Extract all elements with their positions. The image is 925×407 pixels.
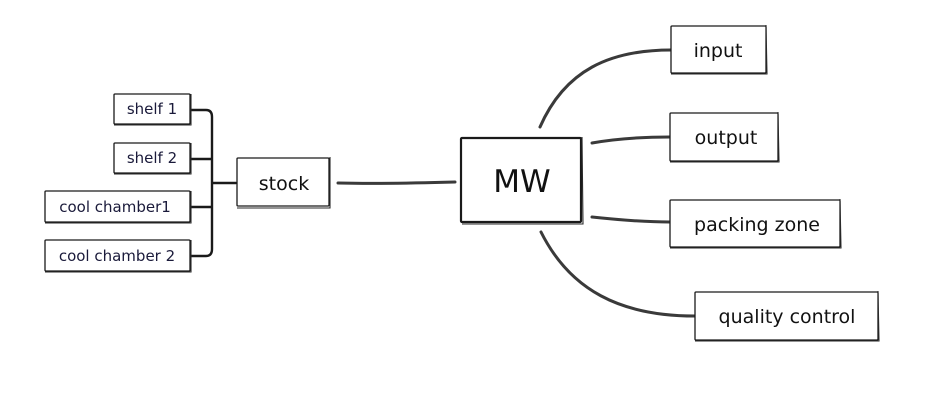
node-shelf-2: shelf 2 xyxy=(113,142,192,175)
node-label-shelf-1: shelf 1 xyxy=(127,100,177,118)
node-quality-control: quality control xyxy=(694,290,880,342)
node-cool-chamber-2: cool chamber 2 xyxy=(44,239,192,273)
node-cool-chamber-1: cool chamber1 xyxy=(44,190,192,224)
node-label-cool-chamber-1: cool chamber1 xyxy=(59,198,171,216)
connector-mw-quality-control xyxy=(539,230,697,318)
node-input: input xyxy=(670,24,768,75)
connector-mw-packing-zone xyxy=(590,215,672,224)
node-shelf-1: shelf 1 xyxy=(113,93,192,126)
node-label-cool-chamber-2: cool chamber 2 xyxy=(59,247,175,265)
connector-stock-mw xyxy=(336,180,457,185)
connector-mw-input xyxy=(538,48,673,129)
node-label-input: input xyxy=(694,40,743,62)
node-label-quality-control: quality control xyxy=(719,306,856,328)
node-label-mw: MW xyxy=(493,164,550,200)
node-label-packing-zone: packing zone xyxy=(694,214,820,236)
node-output: output xyxy=(669,111,780,163)
node-label-shelf-2: shelf 2 xyxy=(127,149,177,167)
node-stock: stock xyxy=(236,157,331,209)
node-label-stock: stock xyxy=(259,173,309,195)
stock-children-bracket xyxy=(189,108,238,258)
node-packing-zone: packing zone xyxy=(669,198,842,249)
node-mw: MW xyxy=(459,136,584,225)
connector-mw-output xyxy=(590,135,672,145)
node-label-output: output xyxy=(695,127,758,149)
